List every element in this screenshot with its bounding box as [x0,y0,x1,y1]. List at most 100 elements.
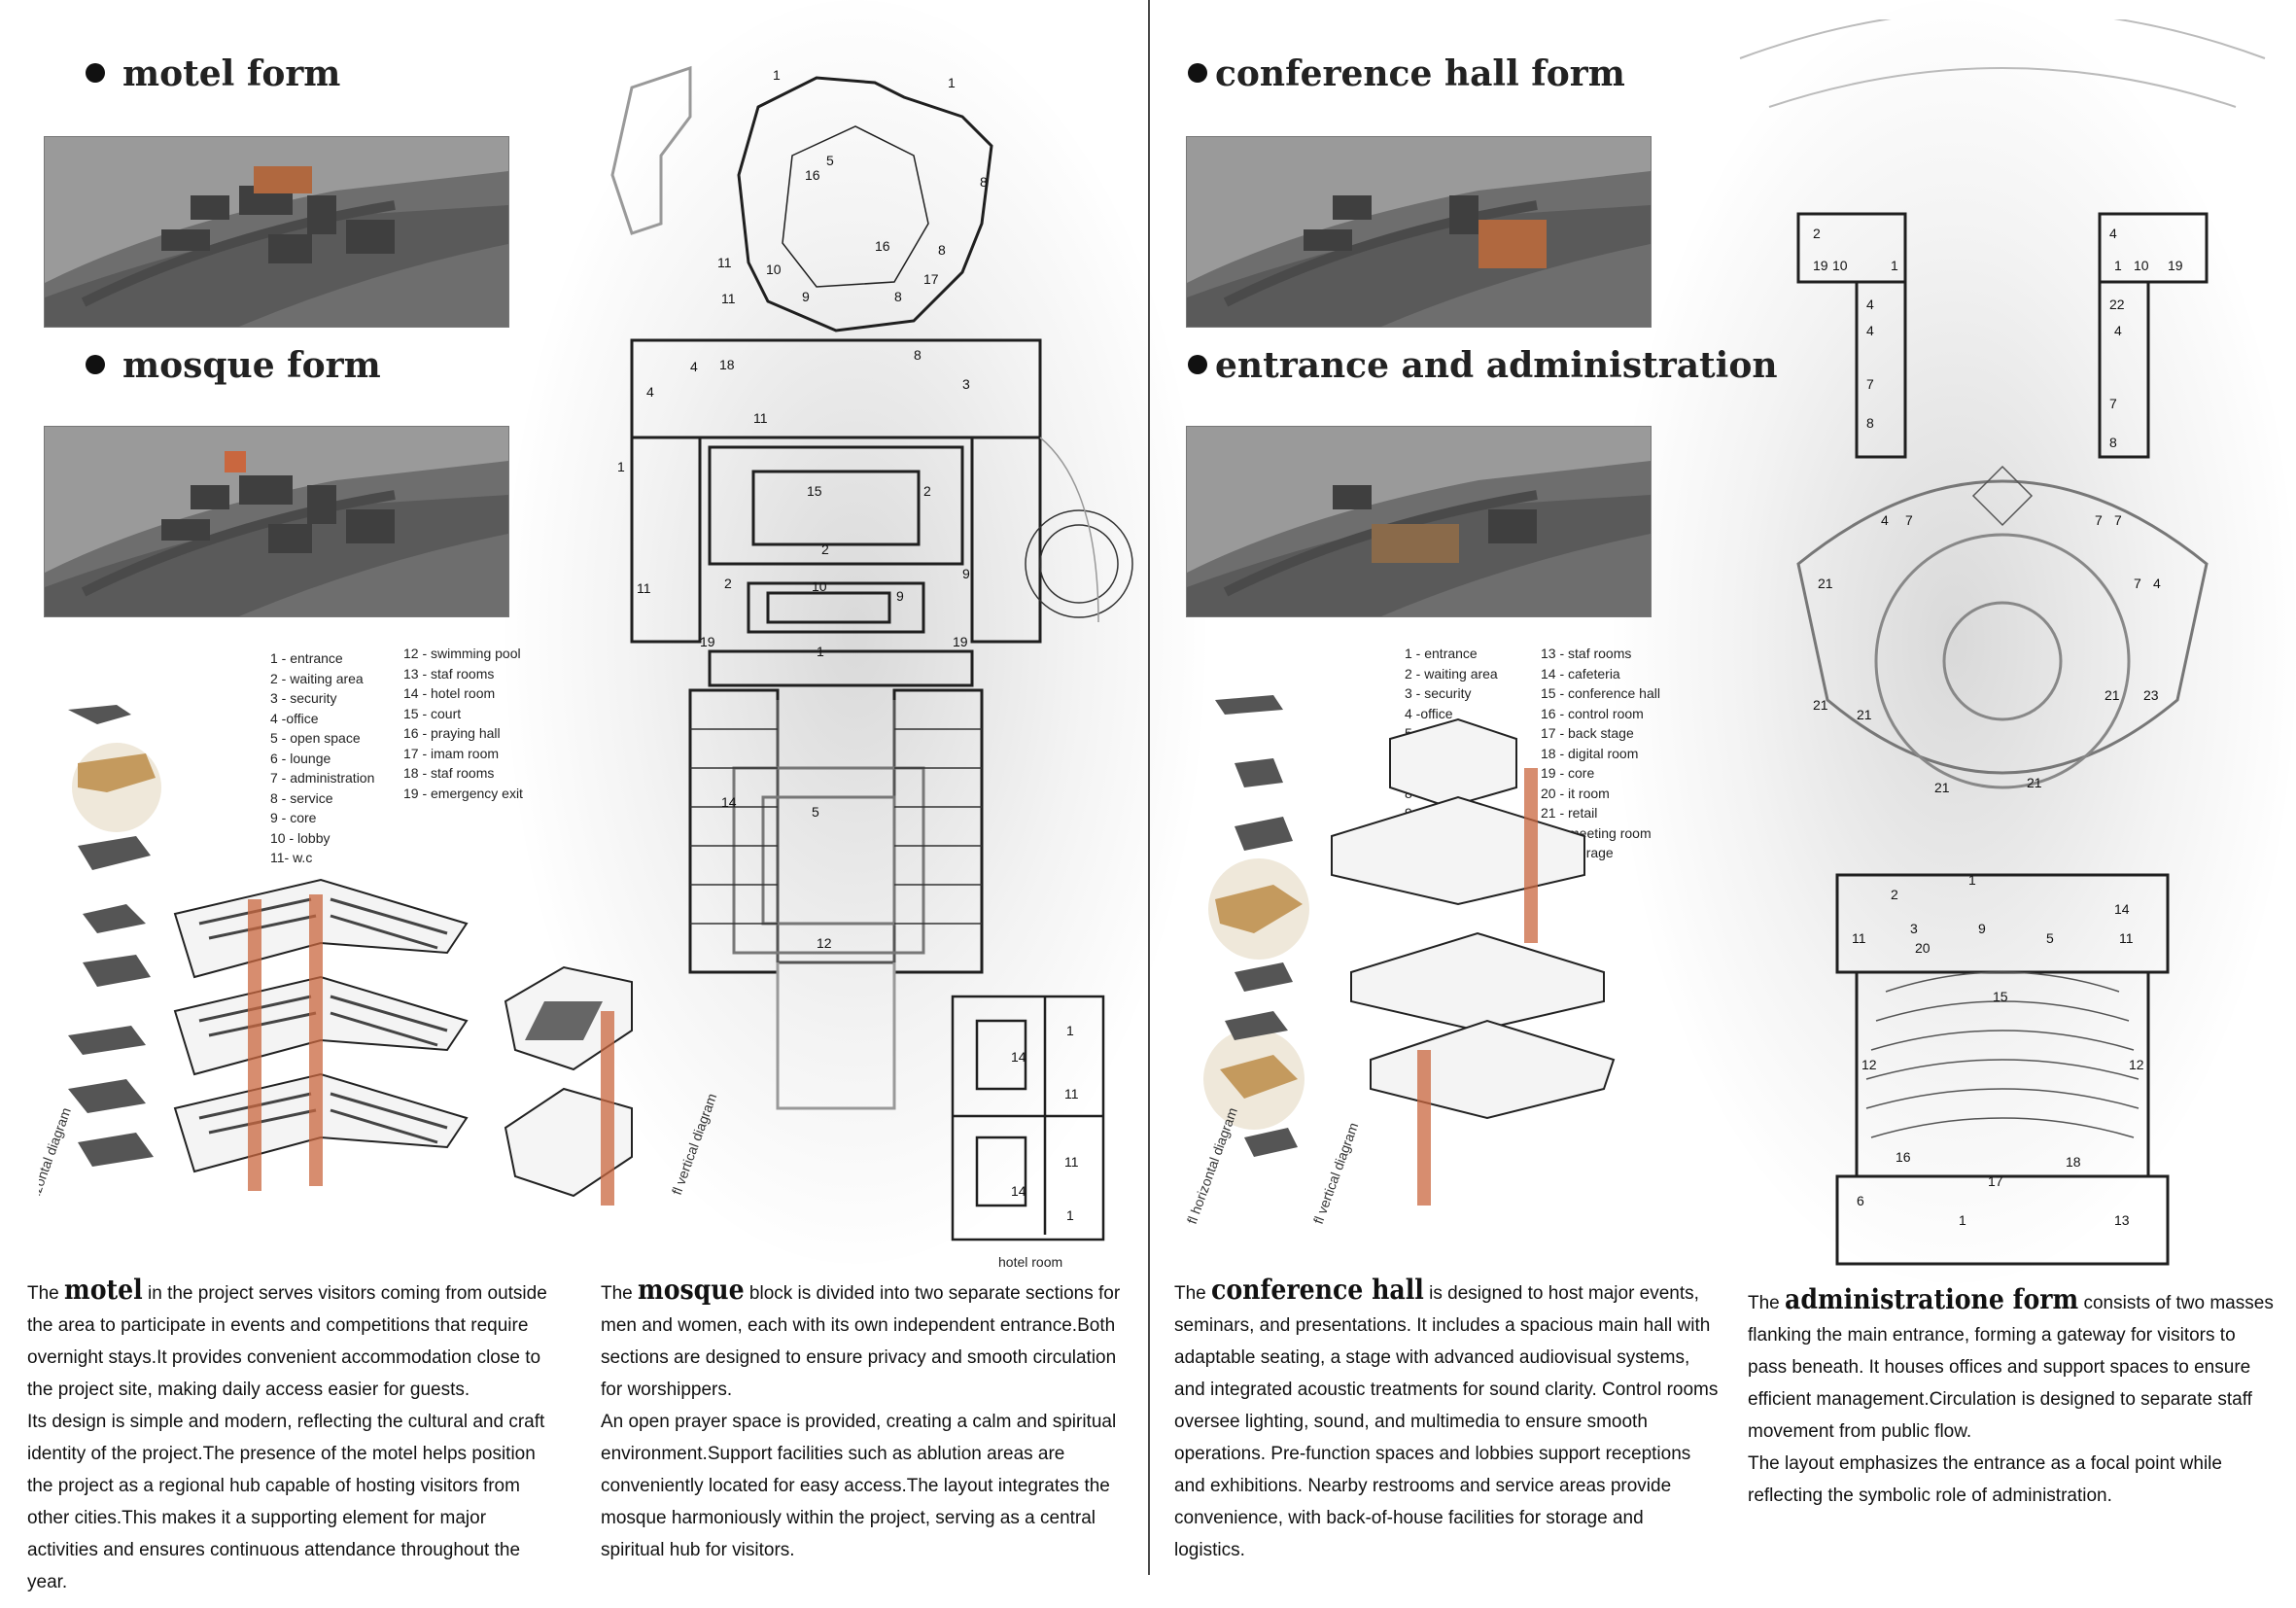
legend-item: 3 - security [270,690,337,706]
svg-text:21: 21 [2105,687,2120,703]
svg-text:17: 17 [1988,1173,2003,1189]
svg-text:6: 6 [1857,1193,1864,1208]
legend-item: 13 - staf rooms [403,665,495,682]
svg-text:4: 4 [1866,323,1874,338]
svg-text:21: 21 [1934,780,1950,795]
svg-text:17: 17 [923,271,939,287]
svg-text:8: 8 [980,174,988,190]
page-divider [1148,0,1150,1575]
svg-text:15: 15 [807,483,822,499]
svg-text:12: 12 [2129,1057,2144,1072]
svg-text:11: 11 [1852,930,1866,946]
svg-text:16: 16 [805,167,820,183]
legend-item: 20 - it room [1541,785,1610,801]
hotel-room-caption: hotel room [998,1254,1063,1270]
svg-text:2: 2 [821,542,829,557]
svg-text:7: 7 [1905,512,1913,528]
svg-text:1: 1 [1891,258,1898,273]
legend-item: 10 - lobby [270,829,330,846]
svg-text:15: 15 [1993,989,2008,1004]
svg-text:12: 12 [817,935,832,951]
svg-text:14: 14 [721,794,737,810]
motel-description: The motel in the project serves visitors… [27,1274,547,1592]
legend-item: 1 - entrance [1405,646,1478,661]
svg-text:11: 11 [637,580,651,596]
room-number-14-upper: 14 [1011,1049,1026,1065]
svg-text:4: 4 [2153,576,2161,591]
svg-text:11: 11 [2119,930,2134,946]
svg-text:fl vertical diagram: fl vertical diagram [1310,1120,1362,1226]
legend-item: 2 - waiting area [270,670,364,686]
svg-text:4: 4 [2109,226,2117,241]
svg-text:4: 4 [2114,323,2122,338]
svg-text:11: 11 [717,255,732,270]
legend-item: 13 - staf rooms [1541,646,1632,661]
svg-text:16: 16 [1896,1149,1911,1165]
svg-text:21: 21 [1857,707,1872,722]
svg-text:21: 21 [2027,775,2042,790]
svg-text:3: 3 [1910,921,1918,936]
legend-item: 15 - court [403,705,462,721]
legend-item: 14 - cafeteria [1541,665,1620,682]
legend-item: 12 - swimming pool [403,646,521,661]
svg-text:8: 8 [1866,415,1874,431]
legend-item: 18 - digital room [1541,745,1639,761]
svg-text:9: 9 [962,566,970,581]
svg-text:11: 11 [1064,1154,1079,1170]
legend-item: 2 - waiting area [1405,665,1498,682]
legend-item: 21 - retail [1541,805,1598,821]
svg-text:10: 10 [2134,258,2149,273]
mosque-vertical-diagram: fl vertical diagram [504,965,719,1206]
legend-item: 14 - hotel room [403,685,496,701]
bullet-icon [86,63,105,83]
svg-text:21: 21 [1813,697,1828,713]
svg-text:11: 11 [753,410,768,426]
legend-item: 8 - service [270,789,333,806]
svg-text:2: 2 [1891,887,1898,902]
legend-item: 18 - staf rooms [403,765,495,781]
svg-text:4: 4 [690,359,698,374]
svg-text:1: 1 [817,644,824,659]
svg-text:1: 1 [773,67,781,83]
svg-text:7: 7 [2109,396,2117,411]
svg-text:21: 21 [1818,576,1833,591]
svg-text:1: 1 [1066,1023,1074,1038]
svg-text:5: 5 [826,153,834,168]
svg-text:3: 3 [962,376,970,392]
legend-item: 4 -office [1405,705,1453,721]
svg-text:fl horizontal diagram: fl horizontal diagram [1184,1105,1240,1226]
svg-text:10: 10 [1832,258,1848,273]
svg-text:1: 1 [1968,872,1976,888]
bullet-icon [1188,63,1207,83]
svg-text:13: 13 [2114,1212,2130,1228]
legend-item: 7 - administration [270,770,375,786]
entrance-administration-title: entrance and administration [1188,345,1778,386]
svg-text:9: 9 [802,289,810,304]
svg-text:4: 4 [1881,512,1889,528]
svg-text:19: 19 [1813,258,1828,273]
mosque-form-title: mosque form [86,345,381,386]
svg-text:5: 5 [2046,930,2054,946]
svg-text:10: 10 [766,262,782,277]
svg-text:10: 10 [812,578,827,594]
svg-text:14: 14 [2114,901,2130,917]
legend-item: 19 - emergency exit [403,785,523,801]
svg-text:7: 7 [2134,576,2141,591]
svg-text:2: 2 [1813,226,1821,241]
svg-text:19: 19 [700,634,715,649]
conference-hall-description: The conference hall is designed to host … [1174,1274,1719,1560]
bullet-icon [86,355,105,374]
svg-text:7: 7 [2114,512,2122,528]
svg-text:19: 19 [2168,258,2183,273]
motel-mosque-legend-col2: 12 - swimming pool 13 - staf rooms 14 - ho… [403,644,523,803]
svg-text:1: 1 [1959,1212,1966,1228]
svg-text:22: 22 [2109,297,2125,312]
legend-item: 16 - praying hall [403,725,501,741]
conference-aerial-render [1186,136,1652,328]
legend-item: 6 - lounge [270,750,331,766]
svg-text:5: 5 [812,804,819,820]
legend-item: 17 - back stage [1541,725,1634,741]
